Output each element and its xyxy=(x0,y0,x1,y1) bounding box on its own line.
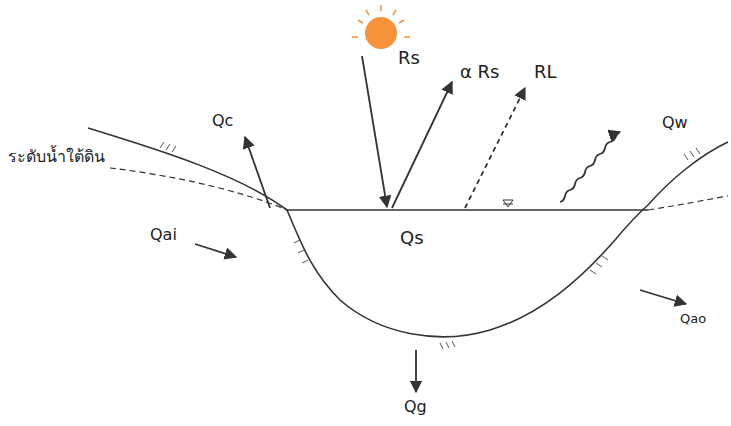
groundwater-line xyxy=(110,168,287,210)
flux-arrows xyxy=(195,56,686,392)
ground-profile xyxy=(88,128,728,337)
groundwater-label: ระดับน้ำใต้ดิน xyxy=(8,148,105,166)
flux-label: Qc xyxy=(212,112,233,130)
flux-label: Qg xyxy=(404,398,427,416)
flux-label: Qao xyxy=(680,312,706,326)
water-surface xyxy=(287,209,648,211)
flux-label: Qw xyxy=(662,114,688,132)
storage-label: Qs xyxy=(400,228,424,248)
sun xyxy=(352,5,410,49)
groundwater-line xyxy=(648,196,728,210)
water-level-symbol xyxy=(503,200,513,207)
flux-label: Rs xyxy=(398,48,420,68)
flux-label: Qai xyxy=(150,226,177,244)
flux-label: α Rs xyxy=(460,62,499,82)
flux-label: RL xyxy=(534,62,557,82)
ground-hatch xyxy=(160,142,700,349)
